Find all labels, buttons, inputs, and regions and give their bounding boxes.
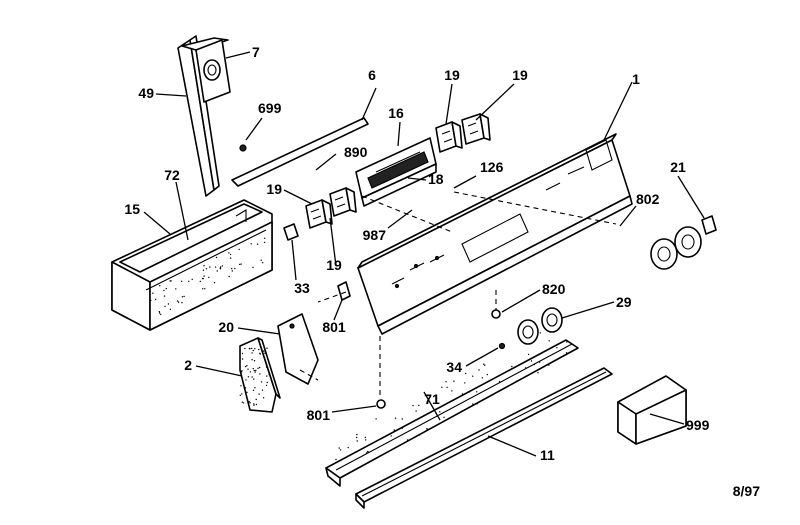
part-number-label: 18 (428, 171, 444, 187)
part-72-inner-liner (139, 209, 267, 291)
part-number-label: 72 (164, 167, 180, 183)
part-number-labels: 7 49 6 699 16 19 19 1 890 126 21 18 72 19 802 15 987 19 33… (124, 44, 709, 463)
part-49-bracket (177, 35, 229, 197)
part-number-label: 15 (124, 201, 140, 217)
part-number-label: 6 (368, 67, 376, 83)
part-71-lower-trim (325, 339, 579, 487)
part-16-display-module (355, 137, 437, 207)
part-11-lower-channel (355, 367, 613, 509)
part-number-label: 987 (363, 227, 387, 243)
part-801-screw-upper (337, 281, 351, 301)
part-number-label: 801 (322, 319, 346, 335)
part-6-strip (231, 117, 369, 187)
part-number-label: 19 (512, 67, 528, 83)
part-number-label: 19 (326, 257, 342, 273)
part-number-label: 71 (424, 391, 440, 407)
part-21-knobs (650, 215, 717, 270)
part-number-label: 802 (636, 191, 660, 207)
footer-date-code: 8/97 (733, 483, 760, 499)
part-number-label: 34 (446, 359, 462, 375)
part-number-label: 7 (252, 44, 260, 60)
part-number-label: 999 (686, 417, 710, 433)
part-number-label: 11 (540, 447, 555, 463)
part-29-knobs (517, 307, 563, 345)
part-999-box (616, 375, 688, 445)
part-number-label: 33 (294, 280, 310, 296)
part-19-switch-top-right (461, 113, 491, 145)
part-number-label: 49 (138, 85, 154, 101)
part-number-label: 19 (266, 181, 282, 197)
part-number-label: 20 (218, 319, 234, 335)
part-19-switch-mid-left (305, 199, 333, 229)
part-number-label: 126 (480, 159, 504, 175)
part-19-switch-top-left (435, 121, 463, 153)
part-number-label: 21 (670, 159, 686, 175)
part-801-screw-lower (376, 399, 386, 409)
part-number-label: 19 (444, 67, 460, 83)
part-number-label: 1 (632, 71, 640, 87)
part-15-end-housing (111, 199, 273, 331)
part-7-plate (195, 39, 231, 103)
part-number-label: 16 (388, 105, 404, 121)
stipple-texture (150, 237, 568, 461)
part-2-side-bracket (239, 337, 281, 413)
part-1-control-panel (357, 133, 633, 335)
leader-lines (143, 51, 705, 457)
part-34-screw (498, 342, 506, 350)
part-number-label: 699 (258, 100, 282, 116)
part-820-screw (491, 309, 501, 319)
part-33-clip (283, 223, 299, 241)
part-number-label: 890 (344, 144, 368, 160)
part-number-label: 29 (616, 294, 632, 310)
part-number-label: 801 (307, 407, 331, 423)
part-number-label: 820 (542, 281, 566, 297)
part-19-switch-mid-right (329, 187, 357, 217)
part-20-bracket (277, 313, 319, 385)
part-number-label: 2 (184, 357, 192, 373)
